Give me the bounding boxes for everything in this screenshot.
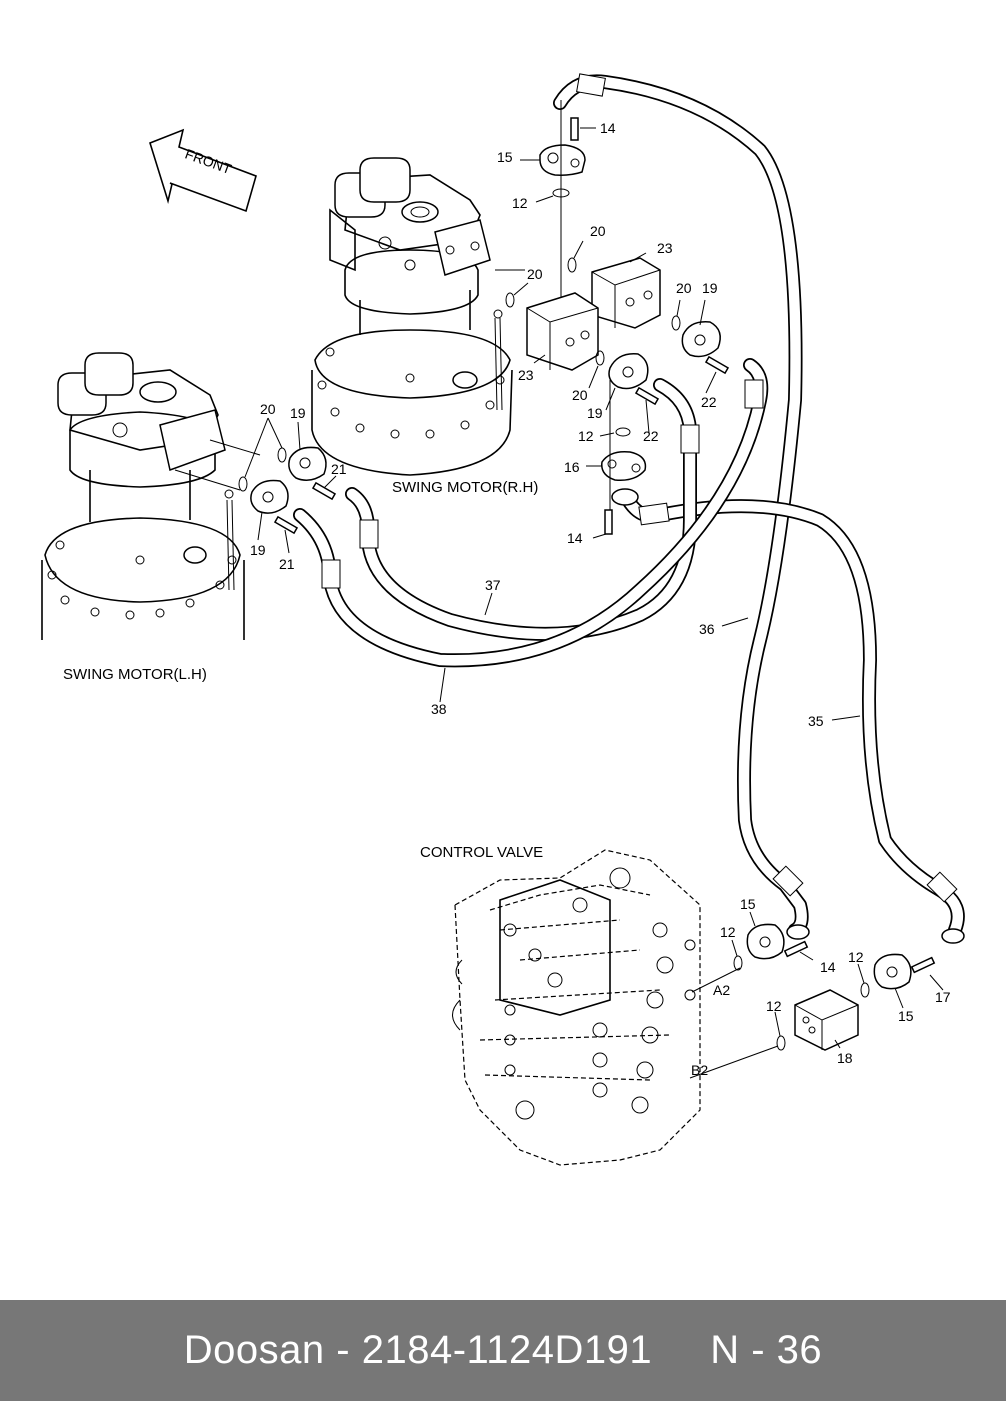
callout-12: 12: [848, 949, 864, 965]
callout-20: 20: [676, 280, 692, 296]
callout-14: 14: [600, 120, 616, 136]
callout-15: 15: [898, 1008, 914, 1024]
footer-part-number: 2184-1124D191: [361, 1328, 653, 1372]
callout-14: 14: [567, 530, 583, 546]
callout-17: 17: [935, 989, 951, 1005]
caption-swing-motor-rh: SWING MOTOR(R.H): [392, 479, 538, 496]
callout-12: 12: [720, 924, 736, 940]
callout-20: 20: [572, 387, 588, 403]
callout-20: 20: [260, 401, 276, 417]
front-arrow-label: FRONT: [183, 146, 234, 178]
swing-motor-rh: [311, 157, 513, 476]
callout-15: 15: [740, 896, 756, 912]
footer-brand: Doosan: [183, 1328, 325, 1372]
callout-21: 21: [279, 556, 295, 572]
callout-14: 14: [820, 959, 836, 975]
callout-19: 19: [702, 280, 718, 296]
callout-15: 15: [497, 149, 513, 165]
callout-22: 22: [701, 394, 717, 410]
hydraulic-piping-diagram: FRONT: [41, 73, 965, 1166]
callout-12: 12: [766, 998, 782, 1014]
callout-16: 16: [564, 459, 580, 475]
footer-page-ref: N - 36: [710, 1328, 823, 1372]
port-label-b2: B2: [691, 1062, 708, 1078]
callout-19: 19: [290, 405, 306, 421]
caption-control-valve: CONTROL VALVE: [420, 844, 543, 861]
caption-swing-motor-lh: SWING MOTOR(L.H): [63, 666, 207, 683]
port-label-a2: A2: [713, 982, 730, 998]
callout-12: 12: [512, 195, 528, 211]
callout-38: 38: [431, 701, 447, 717]
fittings: [238, 100, 965, 1051]
control-valve: [452, 849, 701, 1166]
callout-35: 35: [808, 713, 824, 729]
callout-37: 37: [485, 577, 501, 593]
leader-lines: [174, 127, 944, 1079]
hose-sleeves: [321, 73, 958, 903]
callout-23: 23: [657, 240, 673, 256]
callout-12: 12: [578, 428, 594, 444]
part-callouts: 14 15 12 20 23 20 20 19 23 20 19 22 12 2…: [250, 120, 951, 1066]
callout-20: 20: [527, 266, 543, 282]
callout-19: 19: [250, 542, 266, 558]
callout-23: 23: [518, 367, 534, 383]
hose-36: [553, 74, 809, 937]
callout-21: 21: [331, 461, 347, 477]
callout-22: 22: [643, 428, 659, 444]
callout-19: 19: [587, 405, 603, 421]
footer-separator: -: [324, 1328, 362, 1372]
footer-gap: [652, 1328, 710, 1373]
callout-18: 18: [837, 1050, 853, 1066]
footer-banner: Doosan - 2184-1124D191 N - 36: [0, 1300, 1006, 1401]
callout-36: 36: [699, 621, 715, 637]
front-arrow: FRONT: [149, 128, 257, 213]
callout-20: 20: [590, 223, 606, 239]
swing-motor-lh: [41, 352, 245, 640]
